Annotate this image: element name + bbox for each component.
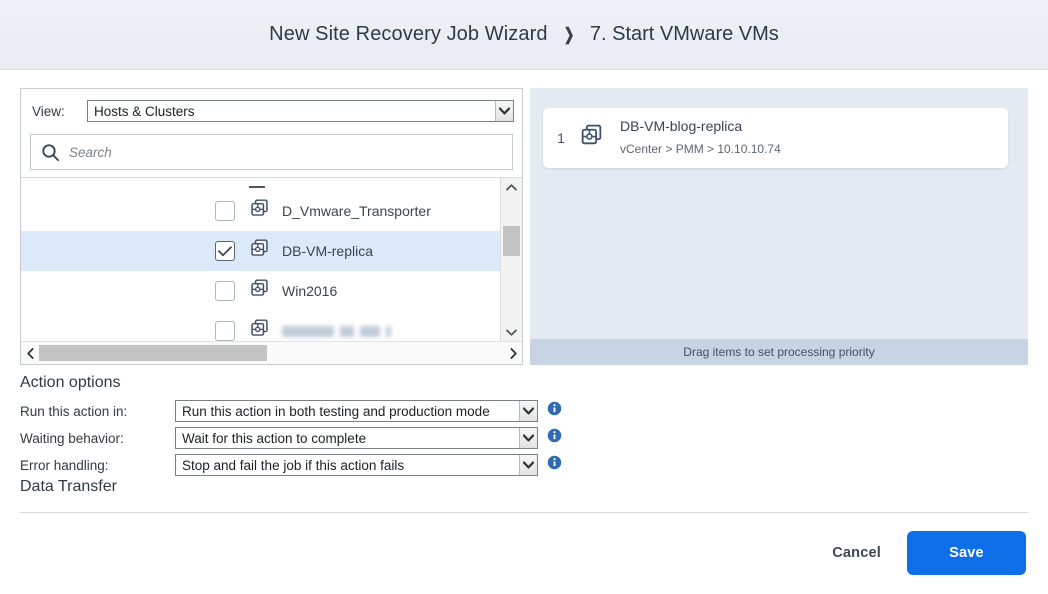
vm-selector-panel: View: Hosts & Clusters bbox=[20, 88, 523, 365]
vm-icon bbox=[249, 278, 270, 304]
info-icon[interactable] bbox=[547, 455, 562, 475]
search-box[interactable] bbox=[30, 134, 513, 170]
vm-icon bbox=[249, 238, 270, 264]
option-label: Waiting behavior: bbox=[20, 430, 124, 446]
vertical-scrollbar-thumb[interactable] bbox=[503, 226, 520, 256]
table-row[interactable]: Win2016 bbox=[21, 271, 500, 311]
info-icon[interactable] bbox=[547, 401, 562, 421]
list-item[interactable]: 1 DB-VM-blog-replica vCenter > PMM > 10.… bbox=[543, 108, 1008, 168]
page-title: New Site Recovery Job Wizard bbox=[269, 23, 548, 45]
scroll-up-icon[interactable] bbox=[501, 178, 522, 196]
priority-item-text: DB-VM-blog-replica vCenter > PMM > 10.10… bbox=[620, 116, 781, 159]
option-label: Error handling: bbox=[20, 457, 109, 473]
run-mode-dropdown[interactable]: Run this action in both testing and prod… bbox=[175, 400, 538, 422]
current-step-title: 7. Start VMware VMs bbox=[589, 23, 779, 45]
horizontal-scrollbar-track[interactable] bbox=[39, 342, 504, 364]
search-input[interactable] bbox=[69, 144, 512, 160]
row-checkbox[interactable] bbox=[215, 321, 235, 341]
cancel-button[interactable]: Cancel bbox=[820, 535, 893, 571]
tree-item-label: Win2016 bbox=[282, 283, 338, 299]
data-transfer-title: Data Transfer bbox=[20, 478, 117, 495]
vertical-scrollbar[interactable] bbox=[500, 178, 522, 341]
priority-index: 1 bbox=[557, 130, 565, 146]
drag-hint: Drag items to set processing priority bbox=[530, 339, 1028, 365]
priority-item-name: DB-VM-blog-replica bbox=[620, 118, 743, 135]
tree-collapse-dash-icon bbox=[249, 186, 265, 188]
action-options-title: Action options bbox=[20, 374, 121, 391]
search-icon bbox=[31, 143, 69, 162]
waiting-behavior-dropdown[interactable]: Wait for this action to complete bbox=[175, 427, 538, 449]
view-label: View: bbox=[32, 103, 65, 119]
save-button[interactable]: Save bbox=[907, 531, 1026, 575]
row-checkbox[interactable] bbox=[215, 241, 235, 261]
wizard-header: New Site Recovery Job Wizard ❯ 7. Start … bbox=[0, 0, 1048, 70]
breadcrumb: New Site Recovery Job Wizard ❯ 7. Start … bbox=[269, 23, 779, 46]
vm-icon bbox=[579, 123, 604, 153]
vm-tree: D_Vmware_Transporter bbox=[21, 177, 522, 364]
chevron-down-icon[interactable] bbox=[495, 101, 513, 121]
priority-item-path: vCenter > PMM > 10.10.10.74 bbox=[620, 142, 781, 156]
vm-icon bbox=[249, 318, 270, 341]
chevron-down-icon[interactable] bbox=[519, 401, 537, 421]
waiting-behavior-value: Wait for this action to complete bbox=[182, 430, 367, 446]
option-label: Run this action in: bbox=[20, 403, 128, 419]
option-row-run-mode: Run this action in: Run this action in b… bbox=[20, 400, 562, 422]
option-row-waiting-behavior: Waiting behavior: Wait for this action t… bbox=[20, 427, 562, 449]
table-row[interactable] bbox=[21, 311, 500, 341]
chevron-down-icon[interactable] bbox=[519, 455, 537, 475]
tree-item-label: D_Vmware_Transporter bbox=[282, 203, 431, 219]
table-row[interactable]: D_Vmware_Transporter bbox=[21, 191, 500, 231]
chevron-right-icon: ❯ bbox=[563, 24, 575, 44]
view-dropdown-value: Hosts & Clusters bbox=[94, 103, 195, 119]
scroll-down-icon[interactable] bbox=[501, 323, 522, 341]
horizontal-scrollbar-thumb[interactable] bbox=[39, 345, 267, 361]
error-handling-value: Stop and fail the job if this action fai… bbox=[182, 457, 405, 473]
horizontal-scrollbar[interactable] bbox=[21, 341, 522, 364]
table-row[interactable]: DB-VM-replica bbox=[21, 231, 500, 271]
info-icon[interactable] bbox=[547, 428, 562, 448]
scroll-left-icon[interactable] bbox=[21, 347, 39, 359]
tree-row-partial bbox=[21, 178, 500, 191]
vm-icon bbox=[249, 198, 270, 224]
vm-tree-list: D_Vmware_Transporter bbox=[21, 178, 500, 341]
view-dropdown[interactable]: Hosts & Clusters bbox=[87, 100, 514, 122]
tree-item-label-redacted bbox=[282, 325, 391, 337]
error-handling-dropdown[interactable]: Stop and fail the job if this action fai… bbox=[175, 454, 538, 476]
chevron-down-icon[interactable] bbox=[519, 428, 537, 448]
footer-actions: Cancel Save bbox=[820, 531, 1026, 575]
view-row: View: Hosts & Clusters bbox=[29, 96, 514, 126]
run-mode-value: Run this action in both testing and prod… bbox=[182, 403, 490, 419]
tree-item-label: DB-VM-replica bbox=[282, 243, 374, 259]
option-row-error-handling: Error handling: Stop and fail the job if… bbox=[20, 454, 562, 476]
scroll-right-icon[interactable] bbox=[504, 347, 522, 359]
processing-priority-panel: 1 DB-VM-blog-replica vCenter > PMM > 10.… bbox=[530, 88, 1028, 365]
row-checkbox[interactable] bbox=[215, 201, 235, 221]
row-checkbox[interactable] bbox=[215, 281, 235, 301]
footer-divider bbox=[20, 512, 1028, 513]
